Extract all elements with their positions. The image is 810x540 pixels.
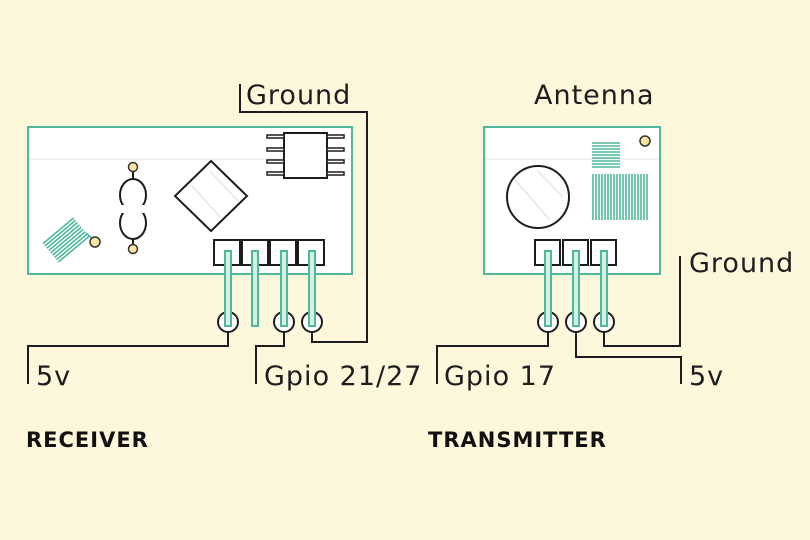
inductor-icon — [119, 161, 147, 255]
receiver-vcc-wire — [27, 332, 229, 384]
receiver-gpio-wire — [255, 332, 285, 384]
transmitter-ground-label: Ground — [689, 248, 794, 279]
transmitter-pin-header — [534, 239, 617, 333]
chip-pattern-icon — [592, 142, 648, 220]
transmitter-title: TRANSMITTER — [428, 428, 607, 452]
transmitter-gpio-label: Gpio 17 — [444, 361, 556, 392]
receiver-ground-wire — [239, 84, 368, 343]
chip-icon — [266, 132, 345, 179]
receiver-module — [27, 84, 368, 384]
transmitter-antenna-label: Antenna — [534, 80, 655, 111]
transmitter-vcc-wire — [575, 332, 682, 384]
receiver-gpio-label: Gpio 21/27 — [264, 361, 422, 392]
resonator-icon — [506, 165, 570, 229]
transmitter-vcc-label: 5v — [689, 361, 724, 392]
antenna-coil-icon — [42, 217, 90, 263]
transmitter-gpio-wire — [436, 332, 549, 384]
receiver-pin-header — [213, 239, 325, 333]
crystal-diamond-icon — [173, 159, 249, 233]
transmitter-module — [436, 126, 682, 384]
transmitter-ground-wire — [603, 256, 681, 347]
receiver-ground-label: Ground — [246, 80, 351, 111]
receiver-title: RECEIVER — [26, 428, 149, 452]
receiver-vcc-label: 5v — [36, 361, 71, 392]
